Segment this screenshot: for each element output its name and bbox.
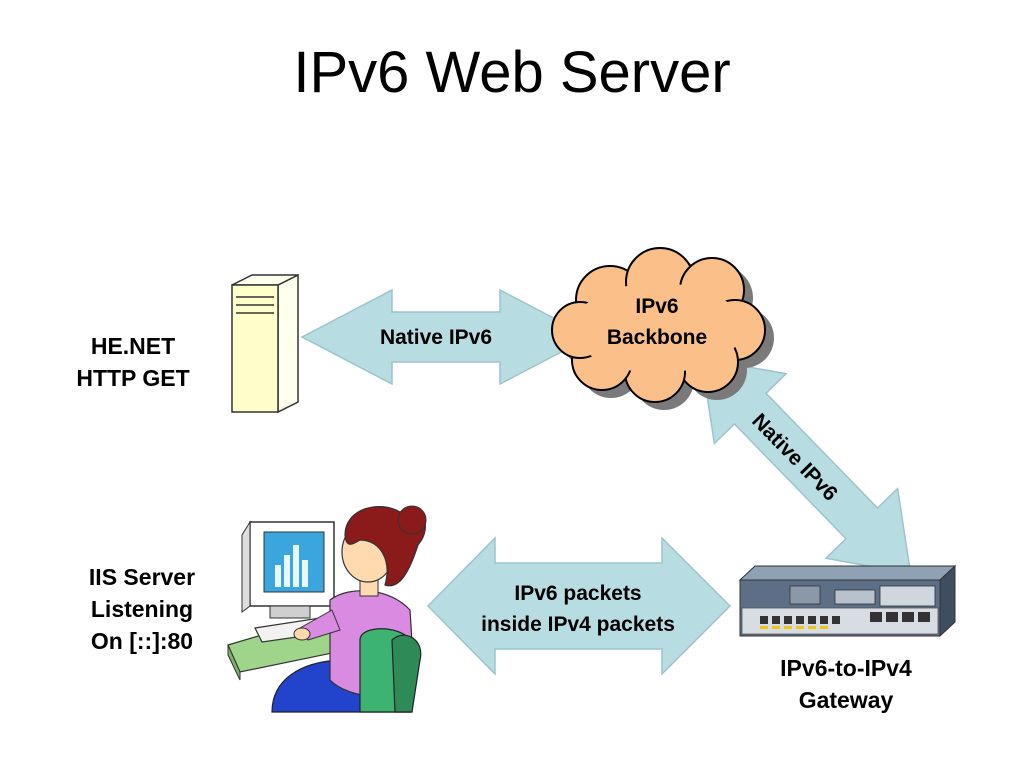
client-label-line: HE.NET (90, 333, 176, 359)
link-label-line: inside IPv4 packets (481, 613, 675, 636)
router-gateway-icon (738, 564, 957, 638)
gateway-label: IPv6-to-IPv4 Gateway (746, 652, 946, 716)
gateway-label-line: Gateway (798, 687, 894, 713)
server-label-line: IIS Server (88, 564, 196, 590)
backbone-label-line: IPv6 (635, 295, 679, 318)
server-label: IIS Server Listening On [::]:80 (62, 561, 222, 657)
link-label-client-backbone: Native IPv6 (379, 326, 493, 349)
backbone-label-line: Backbone (606, 326, 708, 349)
gateway-label-line: IPv6-to-IPv4 (780, 655, 912, 681)
link-label-server-gateway: IPv6 packets inside IPv4 packets (458, 578, 698, 640)
page-title: IPv6 Web Server (293, 40, 731, 105)
person-at-computer-icon (227, 505, 427, 713)
client-label: HE.NET HTTP GET (60, 330, 206, 394)
arrow-server-gateway (426, 536, 732, 676)
server-label-line: Listening (90, 596, 194, 622)
server-tower-icon (231, 273, 299, 414)
backbone-label: IPv6 Backbone (587, 291, 727, 353)
link-label-line: IPv6 packets (514, 582, 642, 605)
server-label-line: On [::]:80 (90, 628, 194, 654)
client-label-line: HTTP GET (76, 365, 190, 391)
backbone-cloud-icon (551, 247, 774, 410)
